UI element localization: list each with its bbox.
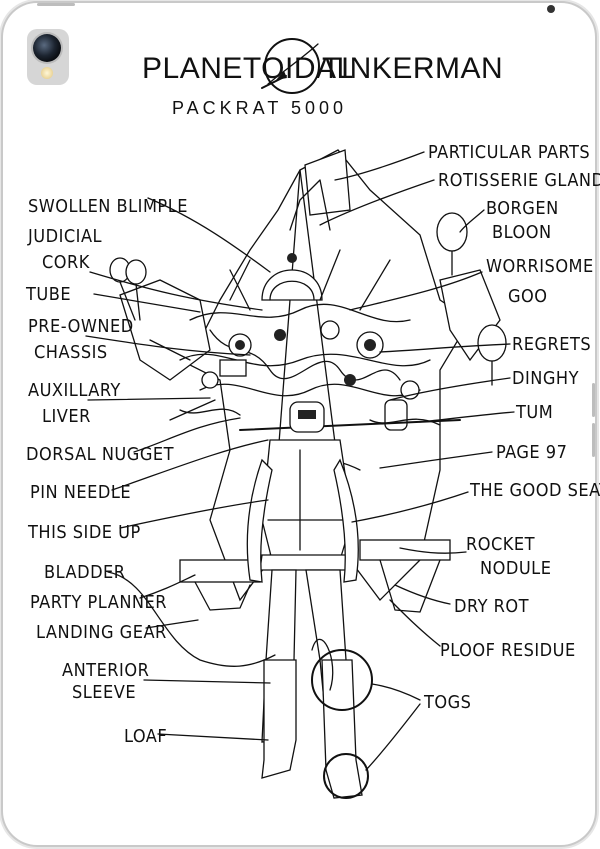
label-tum: TUM [515, 402, 553, 423]
label-auxillary-liver-line2: LIVER [42, 406, 91, 427]
label-landing-gear: LANDING GEAR [36, 622, 167, 643]
balloon-icon [109, 212, 507, 386]
label-rotisserie-gland: ROTISSERIE GLAND [438, 170, 600, 191]
torso [261, 439, 353, 561]
label-loaf: LOAF [124, 726, 167, 747]
microphone-dot [547, 5, 555, 13]
label-worrisome-goo-line2: GOO [508, 286, 548, 307]
label-particular-parts: PARTICULAR PARTS [428, 142, 590, 163]
flash-icon [41, 67, 53, 79]
label-pre-owned-chassis-line2: CHASSIS [34, 342, 108, 363]
label-judicial-cork-line2: CORK [42, 252, 90, 273]
label-tube: TUBE [25, 284, 71, 305]
belt [259, 554, 353, 571]
label-ploof-residue: PLOOF RESIDUE [440, 640, 576, 661]
camera-module [27, 29, 69, 85]
label-regrets: REGRETS [512, 334, 591, 355]
left-boot [261, 659, 297, 779]
label-party-planner: PARTY PLANNER [30, 592, 167, 613]
label-the-good-seats: THE GOOD SEATS [469, 480, 600, 501]
title-block: PLANETOIDAL TINKERMAN PACKRAT 5000 [142, 38, 503, 118]
left-panel [119, 279, 211, 381]
label-anterior-sleeve-line2: SLEEVE [72, 682, 136, 703]
orbit-planet-icon [261, 38, 320, 94]
title-right: TINKERMAN [322, 52, 503, 85]
label-bladder: BLADDER [44, 562, 126, 583]
label-dinghy: DINGHY [512, 368, 579, 389]
contraption-drawing [109, 149, 507, 799]
camera-lens-icon [33, 34, 61, 62]
label-pre-owned-chassis-line1: PRE-OWNED [28, 316, 134, 337]
label-pin-needle: PIN NEEDLE [30, 482, 131, 503]
label-judicial-cork-line1: JUDICIAL [27, 226, 102, 247]
title-subtitle: PACKRAT 5000 [172, 98, 347, 118]
label-dry-rot: DRY ROT [454, 596, 529, 617]
sleep-button [37, 3, 75, 6]
label-this-side-up: THIS SIDE UP [27, 522, 141, 543]
helmet [289, 401, 325, 433]
top-flag [304, 149, 351, 216]
volume-down-button [592, 423, 595, 457]
label-swollen-blimple: SWOLLEN BLIMPLE [28, 196, 188, 217]
label-worrisome-goo-line1: WORRISOME [486, 256, 594, 277]
label-borgen-bloon-line2: BLOON [492, 222, 552, 243]
machinery-tangle [149, 179, 461, 613]
leader-lines [85, 151, 515, 771]
label-page-97: PAGE 97 [496, 442, 567, 463]
label-borgen-bloon-line1: BORGEN [486, 198, 559, 219]
label-auxillary-liver-line1: AUXILLARY [28, 380, 121, 401]
labels-left: SWOLLEN BLIMPLE JUDICIAL CORK TUBE PRE-O… [25, 196, 188, 747]
label-anterior-sleeve-line1: ANTERIOR [62, 660, 149, 681]
volume-up-button [592, 383, 595, 417]
label-rocket-nodule-line1: ROCKET [466, 534, 535, 555]
right-boot [321, 659, 363, 799]
label-dorsal-nugget: DORSAL NUGGET [26, 444, 174, 465]
label-rocket-nodule-line2: NODULE [480, 558, 551, 579]
label-togs: TOGS [423, 692, 471, 713]
labels-right: PARTICULAR PARTS ROTISSERIE GLAND BORGEN… [423, 142, 600, 713]
